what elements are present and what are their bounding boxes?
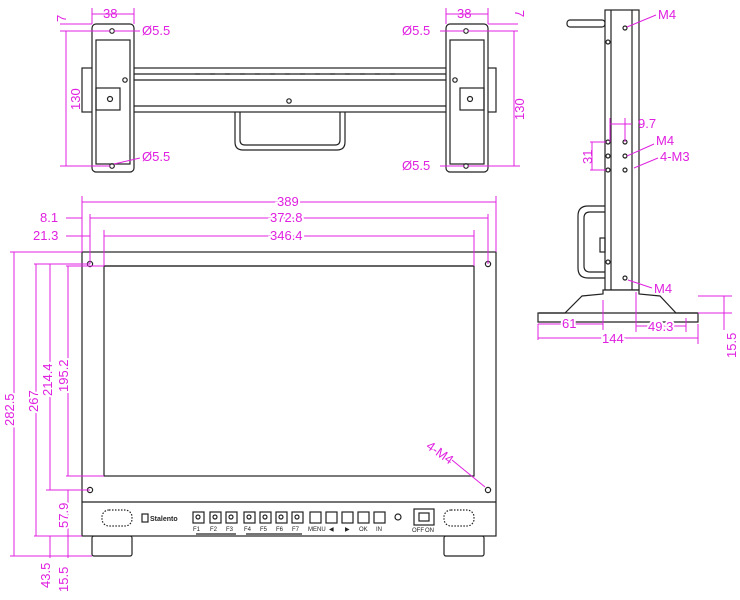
- btn-label-f1: F1: [193, 527, 201, 533]
- side-144: 144: [602, 331, 624, 346]
- dim-214-4: 214.4: [40, 363, 55, 396]
- side-4-m3: 4-M3: [660, 149, 690, 164]
- dim-130-right: 130: [512, 98, 527, 120]
- btn-label-ok: OK: [359, 527, 368, 533]
- foot-right: [443, 535, 485, 557]
- button-menu[interactable]: [309, 511, 322, 524]
- brand-logo-icon: [141, 513, 149, 523]
- side-m4-bot: M4: [654, 281, 672, 296]
- speaker-right: [443, 509, 475, 527]
- front-body: [81, 251, 497, 537]
- dim-7-right: 7: [512, 10, 527, 17]
- side-61: 61: [562, 316, 576, 331]
- speaker-left: [101, 509, 133, 527]
- button-f2[interactable]: [209, 511, 222, 524]
- dim-372-8: 372.8: [270, 210, 303, 225]
- top-handle: [234, 112, 346, 151]
- btn-label-f2: F2: [210, 527, 218, 533]
- side-15-5: 15.5: [724, 333, 739, 358]
- dim-dia-bl: Ø5.5: [142, 149, 170, 164]
- side-9-7: 9.7: [638, 116, 656, 131]
- dim-15-5: 15.5: [56, 567, 71, 592]
- dim-267: 267: [26, 390, 41, 412]
- btn-label-f4: F4: [244, 527, 252, 533]
- power-label-off: OFF: [412, 528, 424, 534]
- dim-7-left: 7: [54, 15, 69, 22]
- button-left[interactable]: [325, 511, 338, 524]
- button-f6[interactable]: [275, 511, 288, 524]
- dim-389: 389: [277, 194, 299, 209]
- btn-label-left: ◀: [329, 527, 334, 533]
- side-stand: [537, 289, 699, 323]
- dim-38-left: 38: [103, 6, 117, 21]
- top-bracket-right: [445, 23, 489, 173]
- dim-346-4: 346.4: [270, 228, 303, 243]
- foot-left: [91, 535, 133, 557]
- button-right[interactable]: [341, 511, 354, 524]
- top-view: 38 38 7 7 Ø5.5 Ø5.5 Ø5.5 Ø5.5 130 130: [54, 6, 527, 173]
- dim-130-left: 130: [68, 88, 83, 110]
- dim-dia-tr: Ø5.5: [402, 23, 430, 38]
- side-m4-top: M4: [658, 7, 676, 22]
- btn-label-right: ▶: [345, 527, 350, 533]
- button-input[interactable]: [373, 511, 386, 524]
- dim-dia-br: Ø5.5: [402, 158, 430, 173]
- control-buttons: F1 F2 F3 F4 F5 F6 F7 MENU ◀ ▶ OK IN: [192, 511, 386, 535]
- top-main-bar: [81, 67, 497, 113]
- button-f3[interactable]: [225, 511, 238, 524]
- side-handle: [577, 205, 605, 279]
- dim-38-right: 38: [457, 6, 471, 21]
- side-m4-mid: M4: [656, 133, 674, 148]
- button-f1[interactable]: [192, 511, 205, 524]
- dim-282-5: 282.5: [2, 393, 17, 426]
- power-label-on: ON: [425, 528, 434, 534]
- btn-label-input: IN: [376, 527, 382, 533]
- btn-label-f5: F5: [260, 527, 268, 533]
- power-led: [394, 513, 402, 521]
- power-switch[interactable]: [413, 508, 435, 526]
- btn-label-menu: MENU: [308, 527, 326, 533]
- button-ok[interactable]: [357, 511, 370, 524]
- dim-43-5: 43.5: [38, 563, 53, 588]
- dim-57-9: 57.9: [56, 503, 71, 528]
- btn-label-f3: F3: [226, 527, 234, 533]
- brand-text: Stalento: [150, 516, 178, 523]
- dim-195-2: 195.2: [56, 359, 71, 392]
- side-view: M4 9.7 M4 4-M3 31 M4 61 49.3 144 15.: [537, 7, 739, 358]
- side-body: [604, 9, 640, 291]
- dim-21-3: 21.3: [33, 228, 58, 243]
- dim-dia-tl: Ø5.5: [142, 23, 170, 38]
- side-31: 31: [580, 150, 595, 164]
- front-view: Stalento F1 F2 F3 F4 F5 F6 F7: [0, 192, 497, 592]
- dim-8-1: 8.1: [40, 210, 58, 225]
- button-f4[interactable]: [243, 511, 256, 524]
- btn-label-f6: F6: [276, 527, 284, 533]
- top-bracket-left: [91, 23, 135, 173]
- side-49-3: 49.3: [648, 319, 673, 334]
- mount-hole-br: [484, 486, 492, 494]
- btn-label-f7: F7: [292, 527, 300, 533]
- side-top-post: [566, 19, 606, 28]
- button-f7[interactable]: [291, 511, 304, 524]
- button-f5[interactable]: [259, 511, 272, 524]
